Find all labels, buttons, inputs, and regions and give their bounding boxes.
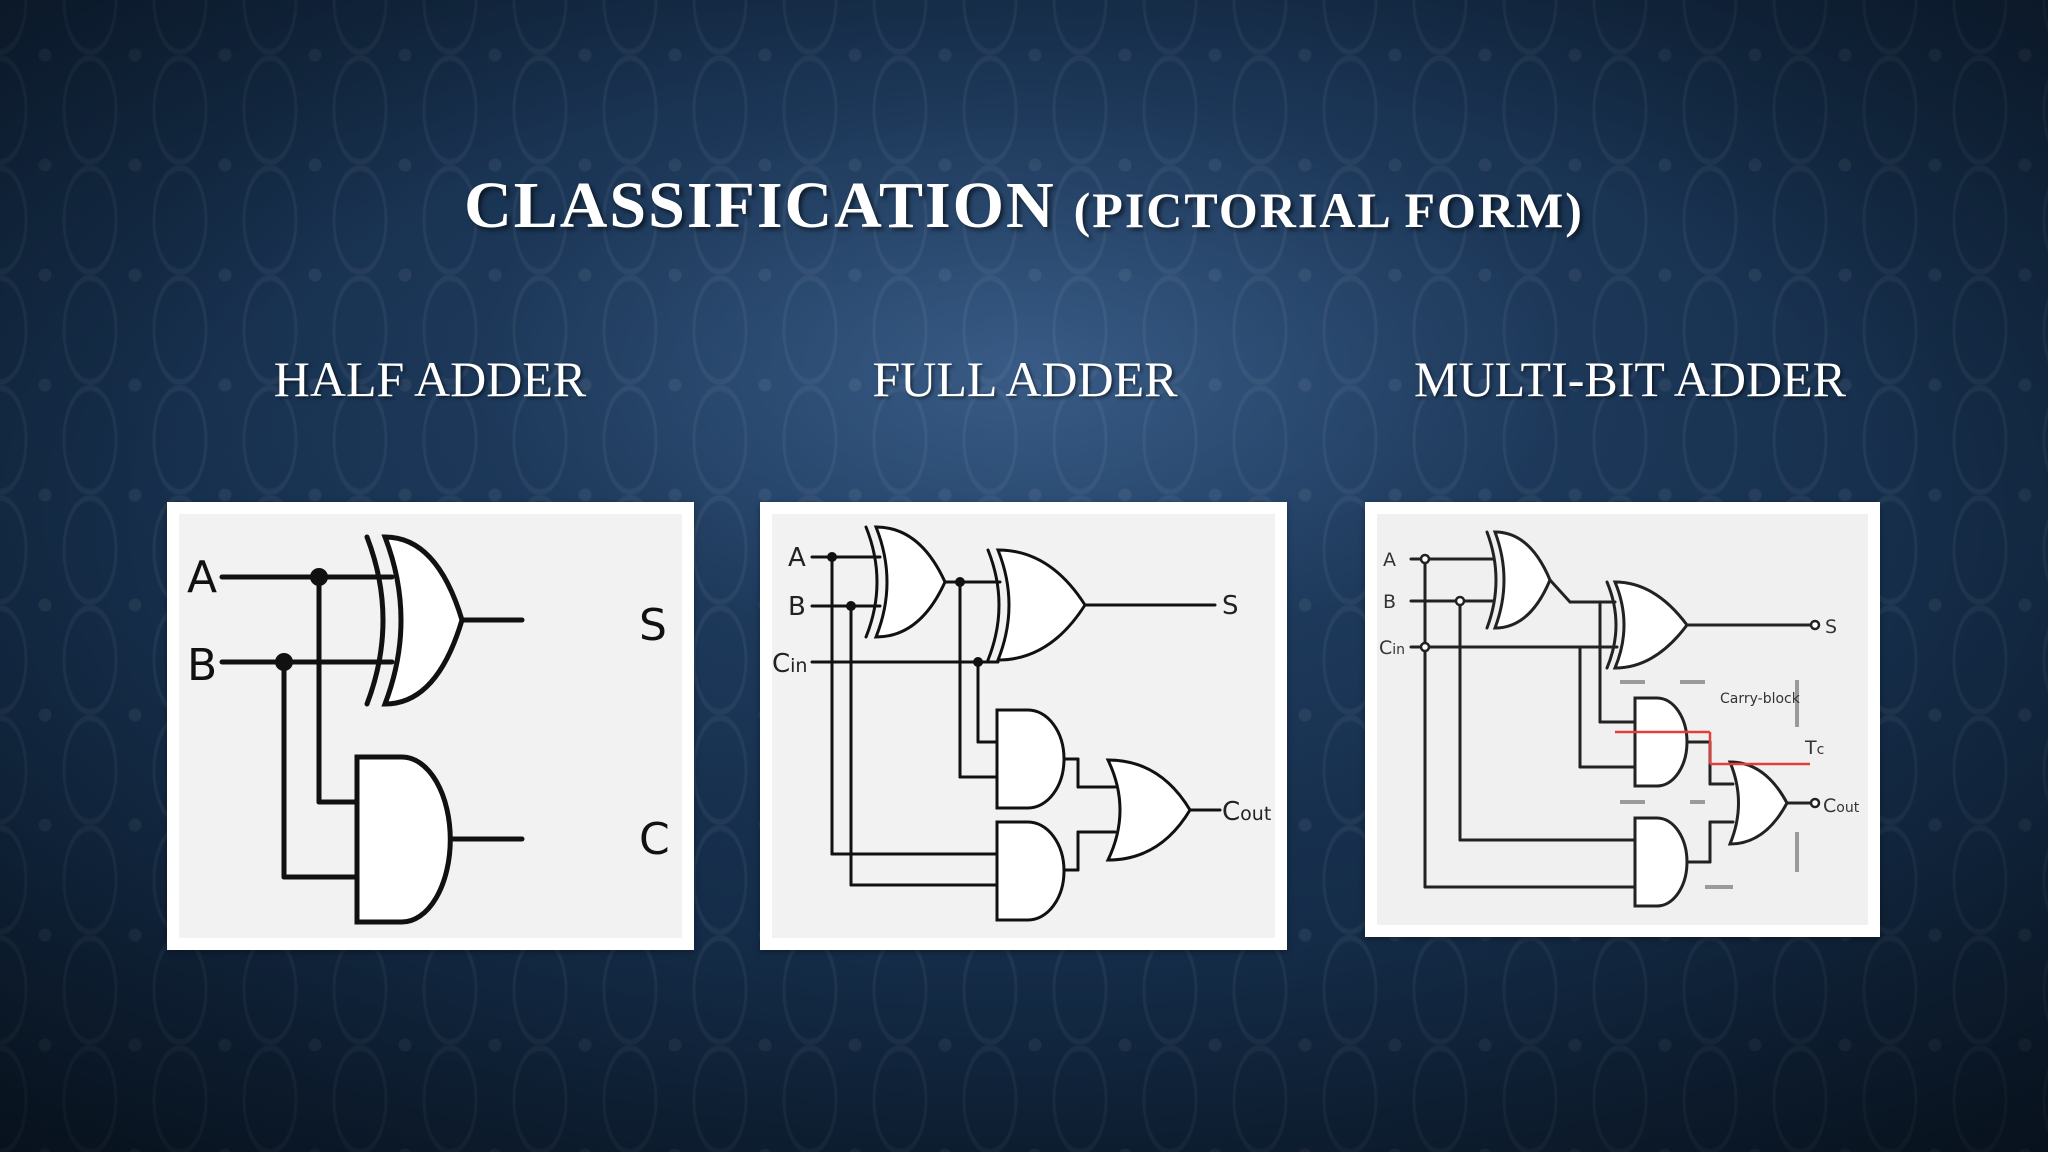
heading-half-adder: HALF ADDER [273,351,587,407]
input-a-label: A [1383,549,1396,571]
full-adder-circuit: A B Cin S Cout [772,514,1275,938]
tc-sub: c [1817,742,1825,758]
slide-title-main: CLASSIFICATION [464,169,1056,242]
input-cin-label: C [772,649,790,679]
input-cin-sub: in [790,655,807,677]
output-c-label: C [639,814,670,865]
tc-label: T [1804,737,1817,759]
slide-title: CLASSIFICATION (PICTORIAL FORM) [0,168,2048,244]
junction-a [310,568,328,586]
input-cin-sub: in [1392,642,1405,658]
multi-bit-adder-circuit: A B Cin S Carry-block Tc Cout [1377,514,1868,925]
output-cout-label: C [1823,795,1836,817]
slide-title-sub: (PICTORIAL FORM) [1073,182,1584,238]
input-cin-label: C [1379,637,1392,659]
svg-text:Cout: Cout [1222,797,1271,827]
input-b-label: B [1383,591,1396,613]
output-s-label: S [639,600,667,651]
carry-block-label: Carry-block [1720,691,1801,707]
output-cout-label: C [1222,797,1240,827]
junction-b [275,653,293,671]
output-cout-sub: out [1240,803,1271,825]
svg-text:Cin: Cin [1379,637,1405,659]
svg-text:Cout: Cout [1823,795,1860,817]
half-adder-diagram: A B S C [167,502,694,950]
input-a-label: A [187,552,217,603]
carry-path-highlight [1615,730,1810,766]
output-s-label: S [1222,591,1239,621]
full-adder-diagram: A B Cin S Cout [760,502,1287,950]
input-b-label: B [187,640,217,691]
output-s-label: S [1825,616,1837,638]
heading-full-adder: FULL ADDER [872,351,1178,407]
multi-bit-adder-diagram: A B Cin S Carry-block Tc Cout [1365,502,1880,937]
svg-text:Cin: Cin [772,649,807,679]
input-b-label: B [788,592,806,622]
input-a-label: A [788,543,806,573]
carry-block-outline [1620,680,1799,889]
output-cout-sub: out [1836,800,1859,816]
half-adder-circuit: A B S C [179,514,682,938]
heading-multi-bit-adder: MULTI-BIT ADDER [1414,351,1846,407]
svg-text:Tc: Tc [1804,737,1824,759]
